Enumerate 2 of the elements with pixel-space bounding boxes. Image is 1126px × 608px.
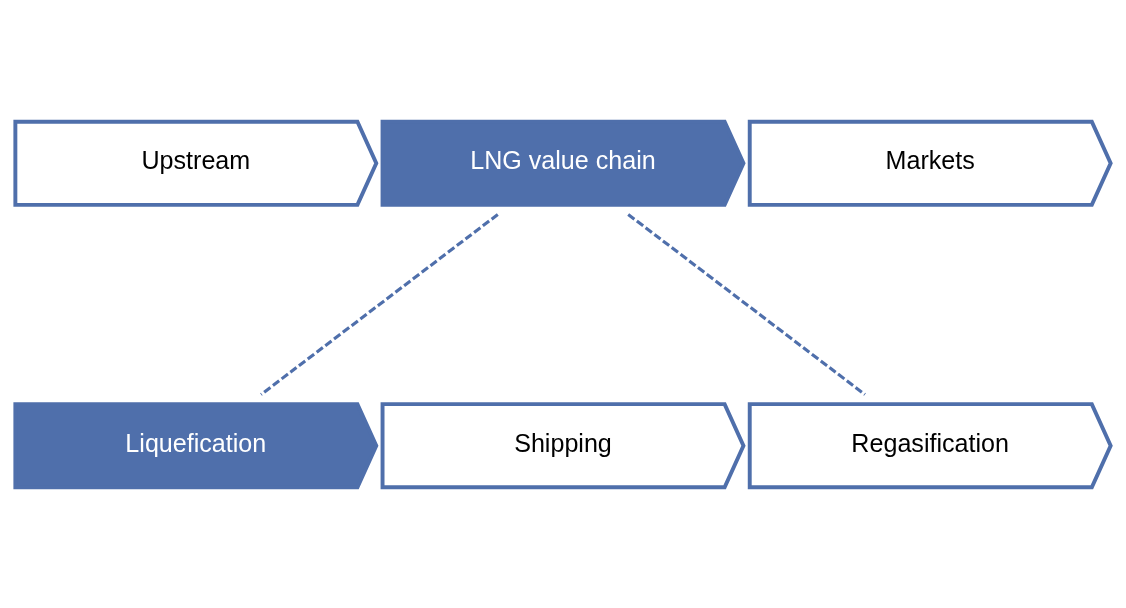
connector <box>260 212 499 396</box>
connector <box>627 212 866 396</box>
